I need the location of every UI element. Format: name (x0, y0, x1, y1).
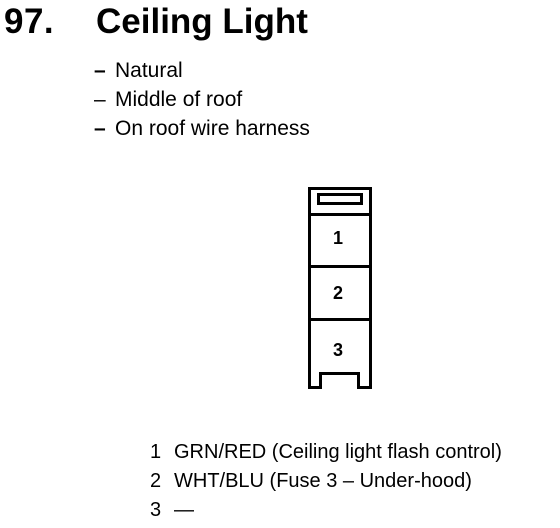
cavity-number-3: 3 (333, 340, 343, 360)
cavity-number-2: 2 (333, 283, 343, 303)
connector-diagram: 1 2 3 (308, 187, 372, 390)
pin-list: 1 GRN/RED (Ceiling light flash control) … (150, 438, 502, 525)
detail-harness: – On roof wire harness (94, 114, 310, 143)
detail-dash: – (94, 88, 106, 111)
pin-number: 1 (150, 441, 162, 463)
detail-location: – Middle of roof (94, 85, 310, 114)
detail-text: On roof wire harness (115, 117, 310, 140)
pin-number: 2 (150, 470, 162, 492)
detail-dash: – (94, 59, 106, 82)
pin-row: 1 GRN/RED (Ceiling light flash control) (150, 438, 502, 467)
connector-lock-tab (317, 193, 363, 205)
connector-details: – Natural – Middle of roof – On roof wir… (94, 56, 310, 143)
connector-housing (308, 187, 372, 389)
section-number: 97. (4, 2, 55, 41)
cavity-number-1: 1 (333, 228, 343, 248)
pin-wire: WHT/BLU (Fuse 3 – Under-hood) (174, 470, 472, 492)
pin-wire: — (174, 499, 194, 521)
detail-connector-color: – Natural (94, 56, 310, 85)
pin-number: 3 (150, 499, 162, 521)
page-title: Ceiling Light (96, 2, 308, 41)
pin-wire: GRN/RED (Ceiling light flash control) (174, 441, 502, 463)
pin-row: 2 WHT/BLU (Fuse 3 – Under-hood) (150, 467, 502, 496)
detail-text: Natural (115, 59, 183, 82)
detail-dash: – (94, 117, 106, 140)
connector-key-notch (319, 372, 360, 388)
detail-text: Middle of roof (115, 88, 243, 111)
pin-row: 3 — (150, 496, 502, 525)
